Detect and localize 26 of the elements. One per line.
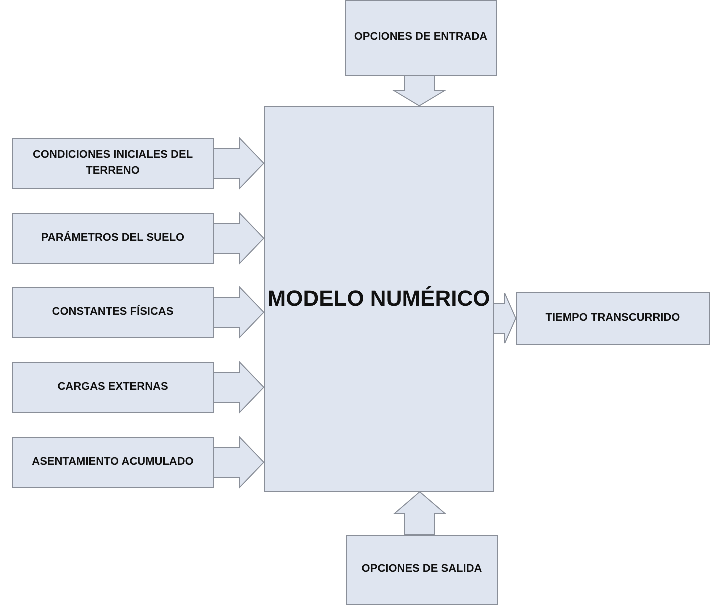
box-label: ASENTAMIENTO ACUMULADO bbox=[32, 454, 194, 470]
block-arrow bbox=[394, 491, 446, 536]
block-arrow bbox=[494, 293, 517, 344]
process-box bbox=[346, 535, 498, 605]
block-arrow bbox=[214, 212, 265, 265]
box-label: OPCIONES DE ENTRADA bbox=[354, 30, 488, 46]
block-arrow bbox=[392, 76, 446, 107]
process-box bbox=[12, 287, 214, 338]
process-box bbox=[12, 437, 214, 488]
block-arrow bbox=[214, 286, 265, 339]
process-box bbox=[345, 0, 497, 76]
process-box bbox=[12, 138, 214, 189]
box-label: MODELO NUMÉRICO bbox=[268, 286, 490, 312]
box-label: CONSTANTES FÍSICAS bbox=[52, 304, 174, 320]
box-label: OPCIONES DE SALIDA bbox=[362, 562, 482, 578]
box-label: CARGAS EXTERNAS bbox=[58, 380, 168, 395]
box-label: TIEMPO TRANSCURRIDO bbox=[546, 310, 680, 326]
process-box bbox=[12, 362, 214, 413]
block-arrow bbox=[214, 137, 265, 190]
box-label: PARÁMETROS DEL SUELO bbox=[41, 230, 185, 246]
process-box bbox=[12, 213, 214, 264]
model-box bbox=[264, 106, 494, 492]
box-label: CONDICIONES INICIALES DEL TERRENO bbox=[32, 148, 194, 178]
block-arrow bbox=[214, 361, 265, 414]
process-box bbox=[516, 292, 710, 345]
block-arrow bbox=[214, 436, 265, 489]
